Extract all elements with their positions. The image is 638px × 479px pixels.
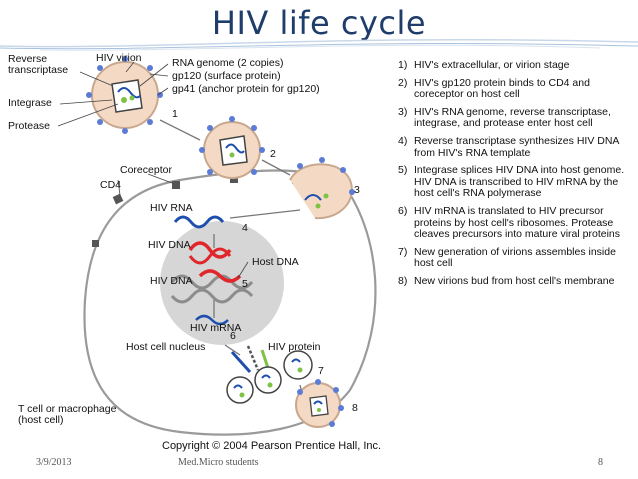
label-rna-genome: RNA genome (2 copies) [172, 57, 284, 69]
label-host-dna: Host DNA [252, 256, 299, 268]
host-dna-strand [170, 288, 254, 304]
label-host-nucleus: Host cell nucleus [126, 341, 206, 353]
label-protease: Protease [8, 120, 51, 132]
cd4-receptor [112, 193, 124, 205]
diagram-step-number: 4 [242, 222, 248, 234]
label-gp41: gp41 (anchor protein for gp120) [172, 83, 320, 95]
label-gp120: gp120 (surface protein) [172, 70, 281, 82]
host-dna-strand [170, 274, 254, 290]
step-item: 7)New generation of virions assembles in… [398, 245, 616, 270]
footer-center-text: Med.Micro students [178, 457, 259, 468]
footer-date: 3/9/2013 [36, 457, 72, 468]
diagram-step-number: 6 [230, 330, 236, 342]
diagram-step-number: 2 [270, 148, 276, 160]
label-hiv-virion: HIV virion [96, 52, 142, 64]
label-coreceptor: Coreceptor [120, 164, 172, 176]
step-item: 3)HIV's RNA genome, reverse transcriptas… [398, 105, 611, 130]
diagram-step-number: 8 [352, 402, 358, 414]
cd4-receptor [172, 181, 180, 189]
host-nucleus-shape [160, 221, 284, 345]
hiv-dna-strand [188, 247, 232, 265]
new-virion-7c [226, 376, 254, 404]
virion-1 [86, 56, 163, 134]
slide-title: HIV life cycle [211, 4, 427, 42]
diagram-step-number: 1 [172, 108, 178, 120]
label-integrase: Integrase [8, 97, 52, 109]
hiv-dna-strand [188, 241, 232, 259]
integrated-hiv-dna [198, 269, 242, 283]
label-hiv-rna: HIV RNA [150, 202, 193, 214]
footer-page-number: 8 [598, 457, 603, 468]
step-item: 8)New virions bud from host cell's membr… [398, 274, 615, 287]
hiv-protein-chains [230, 345, 270, 374]
label-hiv-dna-1: HIV DNA [148, 239, 191, 251]
steps-list: 1)HIV's extracellular, or virion stage 2… [398, 59, 630, 294]
step-item: 6)HIV mRNA is translated to HIV precurso… [398, 204, 621, 241]
new-virion-7a [283, 350, 313, 380]
hiv-mrna-strand [195, 314, 229, 326]
step-item: 5)Integrase splices HIV DNA into host ge… [398, 164, 625, 200]
new-virion-7b [254, 366, 282, 394]
label-reverse-transcriptase: Reverse transcriptase [8, 53, 69, 76]
title-swoosh [0, 38, 638, 51]
label-hiv-dna-2: HIV DNA [150, 275, 193, 287]
label-cd4: CD4 [100, 179, 122, 191]
cd4-receptor [92, 240, 99, 247]
diagram-step-number: 7 [318, 365, 324, 377]
step-item: 1)HIV's extracellular, or virion stage [398, 59, 570, 71]
virion-2 [199, 116, 265, 179]
label-hiv-protein: HIV protein [268, 341, 321, 353]
diagram-step-number: 5 [242, 278, 248, 290]
label-hiv-mrna: HIV mRNA [190, 322, 242, 334]
diagram-step-number: 3 [354, 184, 360, 196]
coreceptor [230, 175, 238, 183]
step-item: 2)HIV's gp120 protein binds to CD4 and c… [398, 76, 590, 101]
hiv-rna-strand [173, 215, 225, 229]
step-item: 4)Reverse transcriptase synthesizes HIV … [398, 134, 619, 159]
budding-virion-8 [295, 379, 344, 428]
copyright-notice: Copyright © 2004 Pearson Prentice Hall, … [162, 440, 382, 452]
leader-lines [57, 61, 249, 279]
label-t-cell: T cell or macrophage (host cell) [18, 403, 117, 426]
virion-3-fusing [289, 157, 355, 220]
